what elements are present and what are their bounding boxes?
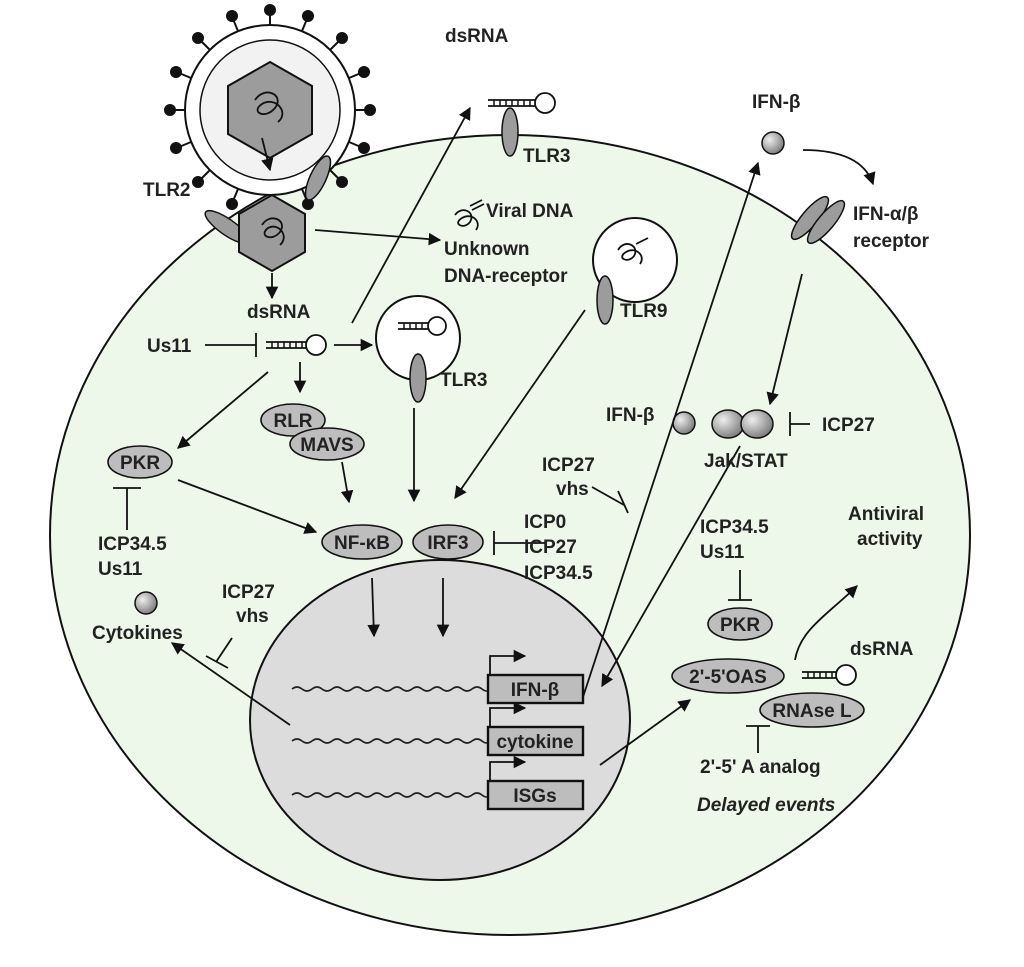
oas-protein: [671, 658, 785, 694]
label-viral-dna: Viral DNA: [486, 201, 574, 222]
ifnb-molecule-mid: [672, 411, 696, 435]
label-tlr3-mid: TLR3: [440, 370, 488, 391]
label-icp345-irf: ICP34.5: [524, 563, 593, 584]
label-us11-right: Us11: [700, 542, 745, 563]
label-icp27-irf: ICP27: [524, 537, 577, 558]
label-rnase: RNAse L: [772, 701, 852, 722]
nucleus: [249, 559, 631, 881]
jak-protein: [711, 409, 745, 439]
dsrna-hairpin-right: [802, 664, 857, 686]
label-icp27-mid: ICP27: [542, 455, 595, 476]
pkr-protein-right: [707, 607, 773, 641]
label-tlr9: TLR9: [620, 301, 668, 322]
label-icp27-cyt: ICP27: [222, 582, 275, 603]
label-us11-left: Us11: [147, 336, 192, 357]
rlr-protein: [260, 403, 326, 437]
label-rlr: RLR: [273, 411, 312, 432]
label-ifn-receptor-1: IFN-α/β: [853, 204, 919, 225]
mavs-protein: [289, 427, 365, 461]
dsrna-hairpin-top: [488, 92, 556, 114]
dsrna-hairpin-endosome: [398, 316, 447, 336]
ifn-receptor-right: [806, 199, 846, 245]
stat-protein: [740, 409, 774, 439]
tlr3-receptor-mid: [409, 353, 427, 403]
label-icp27-right: ICP27: [822, 415, 875, 436]
label-unknown: Unknown: [444, 239, 530, 260]
label-icp345-right: ICP34.5: [700, 517, 769, 538]
label-vhs-mid: vhs: [556, 479, 589, 500]
label-pkr-right: PKR: [720, 615, 760, 636]
virion: [164, 4, 376, 216]
tlr9-endosome: [592, 217, 678, 303]
label-gene-ifnb: IFN-β: [511, 680, 560, 701]
label-dsrna-top: dsRNA: [445, 26, 509, 47]
label-nfkb: NF-κB: [334, 533, 390, 554]
label-oas: 2'-5'OAS: [689, 667, 767, 688]
label-gene-cytokine: cytokine: [496, 732, 573, 753]
tlr3-receptor-top: [501, 107, 519, 157]
tlr9-receptor: [596, 275, 614, 325]
inhibition-lines: [113, 333, 810, 753]
activation-arrows: [170, 106, 876, 766]
label-dsrna-right: dsRNA: [850, 639, 914, 660]
label-irf3: IRF3: [427, 533, 468, 554]
tlr-receptor-membrane: [304, 155, 332, 201]
gene-ifnb: [291, 649, 585, 705]
label-dna-receptor: DNA-receptor: [444, 266, 568, 287]
dsrna-hairpin-mid: [266, 334, 327, 356]
label-tlr2: TLR2: [143, 180, 191, 201]
label-pkr-left: PKR: [120, 453, 160, 474]
nfkb-protein: [321, 524, 403, 560]
label-gene-isgs: ISGs: [513, 786, 556, 807]
cytokine-molecule: [134, 591, 158, 615]
label-icp345-left: ICP34.5: [98, 534, 167, 555]
label-analog: 2'-5' A analog: [700, 757, 821, 778]
gene-isgs: [291, 755, 585, 811]
label-dsrna-mid: dsRNA: [247, 302, 311, 323]
rnase-l-protein: [759, 692, 865, 728]
label-icp0: ICP0: [524, 512, 566, 533]
label-ifnb-mid: IFN-β: [606, 405, 655, 426]
capsid-internalized: [238, 193, 306, 273]
label-ifnb-top: IFN-β: [752, 92, 801, 113]
label-antiviral-2: activity: [857, 529, 923, 550]
label-delayed: Delayed events: [697, 795, 835, 816]
label-ifn-receptor-2: receptor: [853, 231, 930, 252]
label-cytokines: Cytokines: [92, 623, 183, 644]
label-jakstat: Jak/STAT: [704, 451, 788, 472]
pkr-protein-left: [107, 445, 173, 479]
viral-dna-icon: [454, 199, 485, 231]
label-vhs-cyt: vhs: [236, 606, 269, 627]
ifnb-molecule-top: [761, 131, 785, 155]
gene-cytokine: [291, 701, 585, 757]
label-tlr3-top: TLR3: [523, 146, 571, 167]
label-antiviral-1: Antiviral: [848, 504, 924, 525]
label-us11-pkr: Us11: [98, 559, 143, 580]
irf3-protein: [412, 524, 484, 560]
label-mavs: MAVS: [300, 435, 353, 456]
